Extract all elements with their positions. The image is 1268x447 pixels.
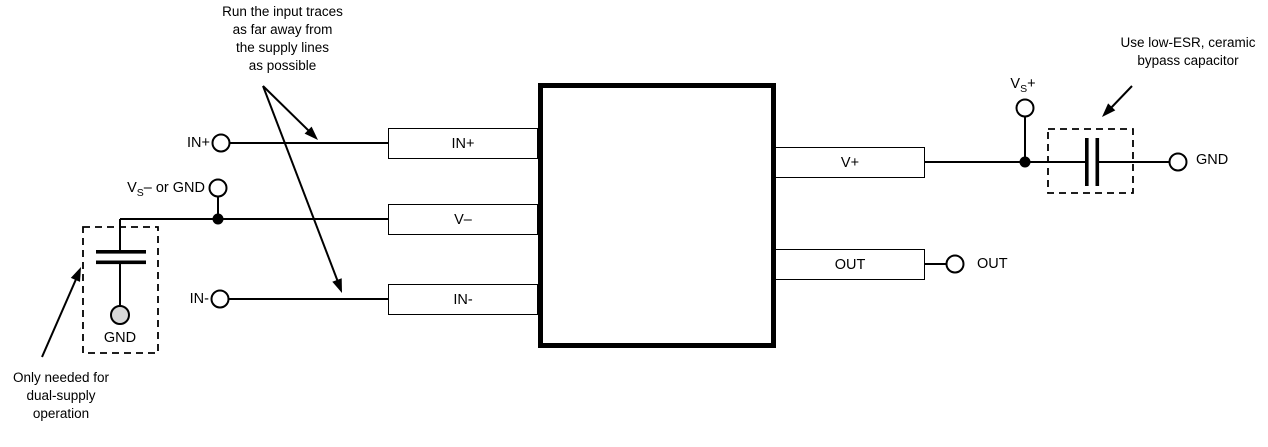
pad-in-minus: IN-	[388, 284, 538, 315]
terminal-vs-minus	[208, 178, 228, 198]
left-capacitor-plate-bottom	[96, 260, 146, 265]
pad-in-minus-label: IN-	[453, 291, 473, 308]
junction-dot-vs-minus	[212, 213, 224, 225]
terminal-label-gnd-right: GND	[1196, 152, 1229, 168]
pad-out-label: OUT	[834, 256, 866, 273]
dashed-box-bypass-cap	[1047, 128, 1134, 194]
terminal-label-vs-minus-or-gnd: VS– or GND	[127, 180, 205, 199]
terminal-label-gnd-left: GND	[103, 330, 137, 346]
terminal-in-minus	[210, 289, 230, 309]
note-bypass-capacitor: Use low-ESR, ceramic bypass capacitor	[1120, 35, 1256, 68]
subscript-s: S	[136, 186, 144, 199]
arrow-note-to-in-plus-wire	[262, 85, 318, 140]
pad-out: OUT	[775, 249, 925, 280]
pad-v-plus: V+	[775, 147, 925, 178]
terminal-gnd-left	[110, 305, 130, 325]
pad-in-plus-label: IN+	[451, 135, 475, 152]
pad-v-minus-label: V–	[454, 211, 472, 228]
bypass-capacitor-plate-left	[1085, 138, 1089, 186]
terminal-gnd-right	[1168, 152, 1188, 172]
terminal-label-in-plus: IN+	[187, 135, 210, 151]
note-input-traces: Run the input traces as far away from th…	[222, 4, 343, 73]
pad-v-plus-label: V+	[840, 154, 860, 171]
subscript-s: S	[1020, 82, 1028, 95]
terminal-label-in-minus: IN-	[189, 291, 209, 307]
terminal-out	[945, 254, 965, 274]
terminal-vs-plus	[1015, 98, 1035, 118]
pad-v-minus: V–	[388, 204, 538, 235]
junction-dot-vs-plus	[1019, 156, 1031, 168]
terminal-label-out: OUT	[977, 256, 1008, 272]
terminal-in-plus	[211, 133, 231, 153]
left-capacitor-plate-top	[96, 250, 146, 254]
bypass-capacitor-plate-right	[1095, 138, 1100, 186]
arrow-note-to-in-minus-wire	[262, 85, 342, 293]
terminal-label-vs-plus: VS+	[1010, 76, 1036, 95]
note-dual-supply: Only needed for dual-supply operation	[12, 370, 110, 421]
ic-body	[538, 83, 776, 348]
arrow-note-to-dual-supply-cap	[41, 267, 81, 358]
arrow-note-to-bypass-cap	[1102, 85, 1133, 117]
pad-in-plus: IN+	[388, 128, 538, 159]
